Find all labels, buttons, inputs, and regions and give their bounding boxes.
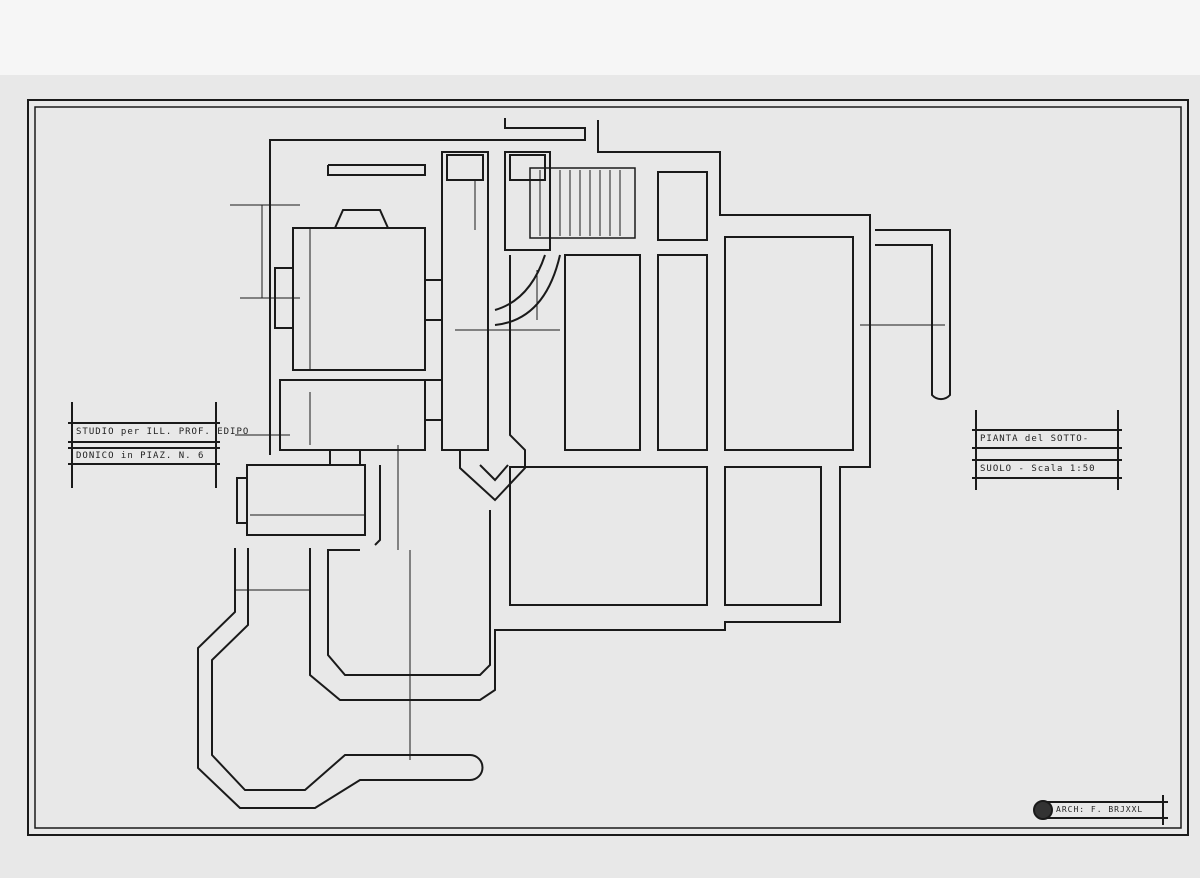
right-rooms <box>509 171 854 606</box>
sheet-border-inner <box>34 106 1182 829</box>
outer-wall-top <box>269 118 586 455</box>
stair-shafts <box>441 151 636 451</box>
title-block-frame <box>972 410 1122 490</box>
title-block-line1: PIANTA del SOTTO- <box>980 434 1090 444</box>
architect-seal <box>1033 800 1053 820</box>
left-rooms <box>236 209 443 536</box>
title-block-line2: SUOLO - Scala 1:50 <box>980 464 1096 474</box>
client-block-line1: STUDIO per ILL. PROF. EDIPO <box>76 427 250 437</box>
sheet-border-outer <box>27 99 1189 836</box>
client-block-frame <box>68 402 220 488</box>
lower-left-corridor <box>197 548 484 809</box>
client-block-line2: DONICO in PIAZ. N. 6 <box>76 451 205 461</box>
architect-block-frame <box>1033 795 1168 825</box>
dimension-lines <box>230 180 945 760</box>
architect-block-text: ARCH: F. BRJXXL <box>1056 805 1144 814</box>
junction-walls <box>459 255 526 502</box>
scan-margin <box>0 0 1200 75</box>
right-corridor <box>875 229 951 401</box>
